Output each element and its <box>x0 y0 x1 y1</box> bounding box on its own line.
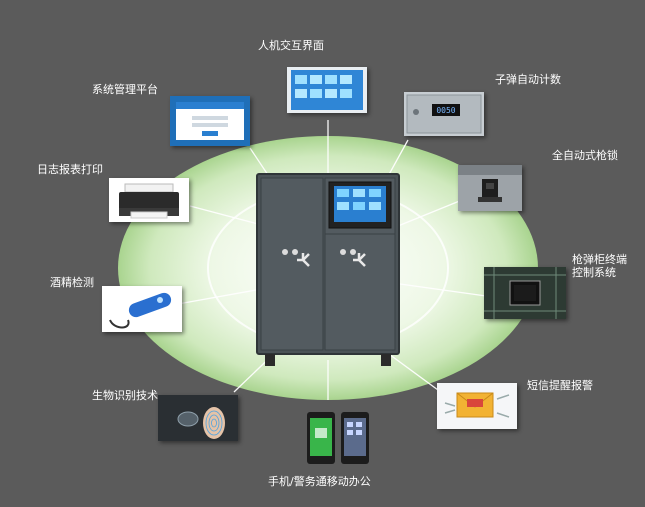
label-hmi: 人机交互界面 <box>258 39 324 52</box>
fingerprint-image <box>158 395 238 441</box>
label-terminal-line1: 枪弹柜终端 <box>572 253 627 266</box>
circuit-board-image <box>484 267 566 319</box>
label-mobile-office: 手机/警务通移动办公 <box>268 475 371 488</box>
label-auto-lock: 全自动式枪锁 <box>552 149 618 162</box>
counter-readout: 0050 <box>436 106 455 115</box>
gun-cabinet-image <box>255 172 401 367</box>
label-terminal-line2: 控制系统 <box>572 266 616 279</box>
smartphones-image <box>305 410 375 466</box>
counter-panel-image: 0050 <box>404 92 484 136</box>
login-window-image <box>170 96 250 146</box>
sms-envelope-image <box>437 383 517 429</box>
label-system-platform: 系统管理平台 <box>92 83 158 96</box>
breathalyzer-image <box>102 286 182 332</box>
label-log-print: 日志报表打印 <box>37 163 103 176</box>
label-biometric: 生物识别技术 <box>92 389 158 402</box>
touchscreen-ui-image <box>287 67 367 113</box>
gun-lock-image <box>458 165 522 211</box>
printer-image <box>109 178 189 222</box>
label-alcohol: 酒精检测 <box>50 276 94 289</box>
label-sms-alarm: 短信提醒报警 <box>527 379 593 392</box>
label-bullet-counter: 子弹自动计数 <box>495 73 561 86</box>
connector-lines <box>177 120 487 400</box>
